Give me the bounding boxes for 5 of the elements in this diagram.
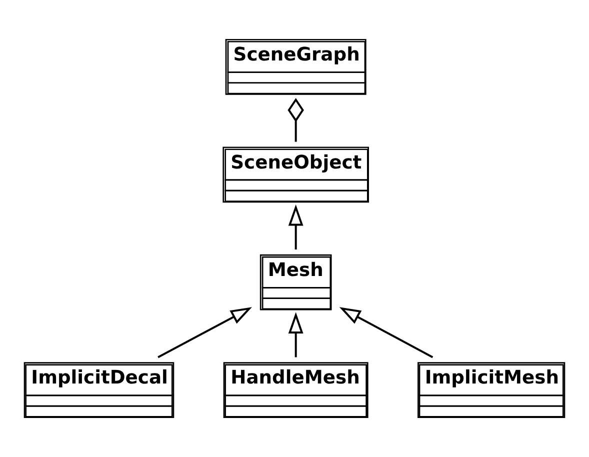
connector (288, 98, 304, 142)
arrow (339, 307, 434, 358)
arrow (288, 204, 304, 250)
arrow (288, 312, 304, 358)
arrow (158, 307, 252, 358)
